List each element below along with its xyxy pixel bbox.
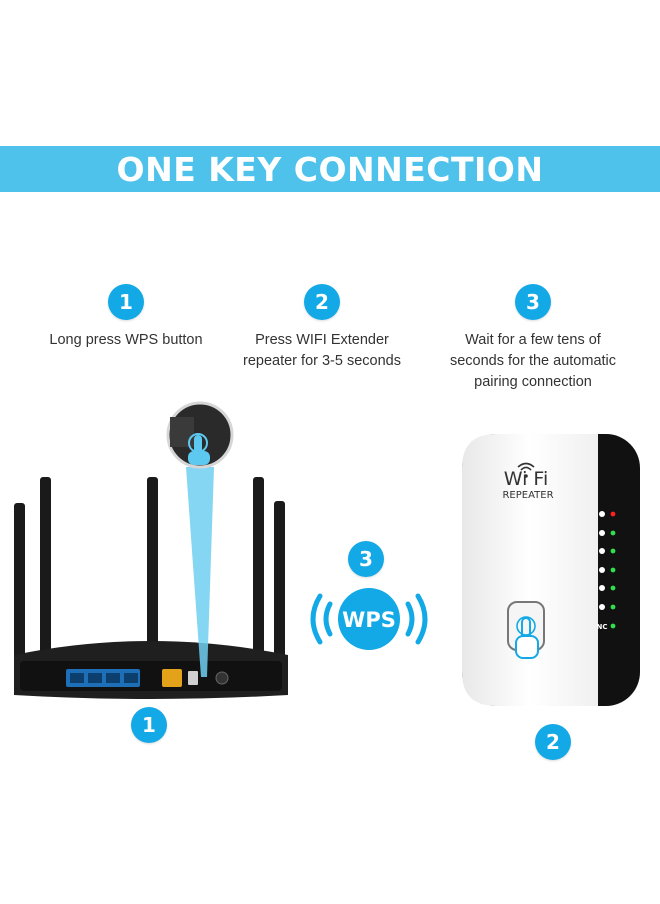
step-1-text: Long press WPS button bbox=[49, 332, 203, 348]
spotlight-beam bbox=[186, 467, 214, 677]
status-led bbox=[610, 623, 616, 629]
wps-icon bbox=[599, 567, 605, 573]
step-2-text: Press WIFI Extender repeater for 3-5 sec… bbox=[243, 332, 401, 369]
press-hand-icon bbox=[188, 433, 210, 465]
step-3-badge: 3 bbox=[515, 284, 551, 320]
signal-wave-icon bbox=[405, 601, 415, 637]
router-badge: 1 bbox=[131, 707, 167, 743]
signal-wave-icon bbox=[323, 601, 333, 637]
router-antenna bbox=[40, 477, 51, 653]
wps-signal-graphic: WPS bbox=[310, 588, 428, 650]
power-icon bbox=[599, 511, 605, 517]
press-hand-icon bbox=[515, 616, 539, 659]
step-1-badge: 1 bbox=[108, 284, 144, 320]
status-led bbox=[610, 567, 616, 573]
banner: ONE KEY CONNECTION bbox=[0, 146, 660, 192]
wan-icon bbox=[599, 604, 605, 610]
banner-title: ONE KEY CONNECTION bbox=[116, 149, 544, 189]
status-led bbox=[610, 530, 616, 536]
wps-step-badge: 3 bbox=[348, 541, 384, 577]
router-illustration bbox=[14, 401, 288, 699]
status-led bbox=[610, 585, 616, 591]
router-antenna bbox=[14, 503, 25, 673]
router-usb-port bbox=[188, 671, 198, 685]
wifi-status-icon bbox=[599, 530, 605, 536]
step-3-text: Wait for a few tens of seconds for the a… bbox=[449, 332, 617, 390]
power-led bbox=[610, 511, 616, 517]
router-antenna bbox=[147, 477, 158, 653]
router-wan-port bbox=[162, 669, 182, 687]
signal-wave-icon bbox=[415, 593, 428, 645]
step-3: 3 Wait for a few tens of seconds for the… bbox=[423, 284, 643, 393]
wps-circle bbox=[338, 588, 400, 650]
router-power-port bbox=[215, 671, 229, 685]
extender-sub-label: REPEATER bbox=[502, 490, 553, 501]
extender-logo: Wi Fi bbox=[504, 468, 549, 490]
wps-label: WPS bbox=[342, 608, 396, 632]
router-back-panel bbox=[20, 661, 282, 691]
status-led bbox=[610, 604, 616, 610]
nc-label: NC bbox=[597, 623, 608, 631]
signal-icon bbox=[599, 548, 605, 554]
router-lan-ports bbox=[66, 669, 140, 687]
extender-badge: 2 bbox=[535, 724, 571, 760]
extender-front bbox=[462, 434, 598, 706]
status-led bbox=[610, 548, 616, 554]
signal-wave-icon bbox=[310, 593, 323, 645]
router-antenna bbox=[253, 477, 264, 653]
step-1: 1 Long press WPS button bbox=[16, 284, 236, 351]
step-2: 2 Press WIFI Extender repeater for 3-5 s… bbox=[212, 284, 432, 372]
extender-illustration: Wi Fi REPEATER NC bbox=[462, 434, 640, 706]
indicator-panel: NC bbox=[597, 511, 616, 631]
router-antenna bbox=[274, 501, 285, 673]
wifi-icon bbox=[517, 462, 535, 478]
lan-icon bbox=[599, 585, 605, 591]
step-2-badge: 2 bbox=[304, 284, 340, 320]
